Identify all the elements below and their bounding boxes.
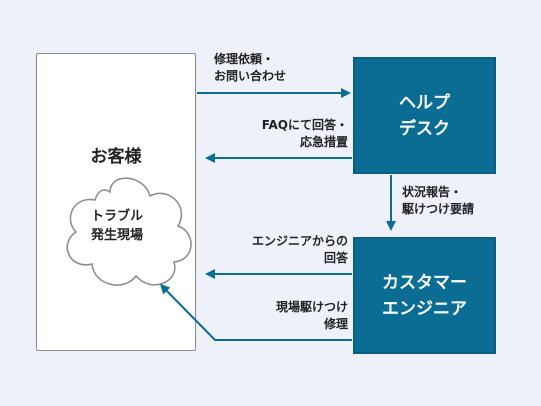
request-line1: 修理依頼・ <box>214 52 275 66</box>
engineer-answer-label: エンジニアからの 回答 <box>208 233 348 267</box>
trouble-site-line1: トラブル <box>90 209 143 224</box>
report-line1: 状況報告・ <box>402 185 463 199</box>
faq-line2: 応急措置 <box>299 135 348 149</box>
request-label: 修理依頼・ お問い合わせ <box>214 51 286 85</box>
trouble-site-label: トラブル 発生現場 <box>67 207 167 245</box>
trouble-site-line2: 発生現場 <box>90 228 143 243</box>
customer-label: お客様 <box>90 147 142 167</box>
faq-line1: FAQにて回答・ <box>261 118 348 132</box>
helpdesk-box: ヘルプ デスク <box>353 57 496 174</box>
request-line2: お問い合わせ <box>214 69 287 83</box>
onsite-line2: 修理 <box>323 317 348 331</box>
engineer-line1: カスタマー <box>382 272 467 293</box>
report-line2: 駆けつけ要請 <box>402 202 475 216</box>
engineer-line2: エンジニア <box>382 298 467 319</box>
engineer-answer-line1: エンジニアからの <box>251 234 348 248</box>
helpdesk-line2: デスク <box>399 118 450 139</box>
engineer-box: カスタマー エンジニア <box>353 237 496 354</box>
onsite-line1: 現場駆けつけ <box>275 300 348 314</box>
engineer-answer-line2: 回答 <box>323 251 348 265</box>
helpdesk-line1: ヘルプ <box>399 92 450 113</box>
onsite-label: 現場駆けつけ 修理 <box>218 299 348 333</box>
report-label: 状況報告・ 駆けつけ要請 <box>402 184 474 218</box>
faq-label: FAQにて回答・ 応急措置 <box>218 117 348 151</box>
